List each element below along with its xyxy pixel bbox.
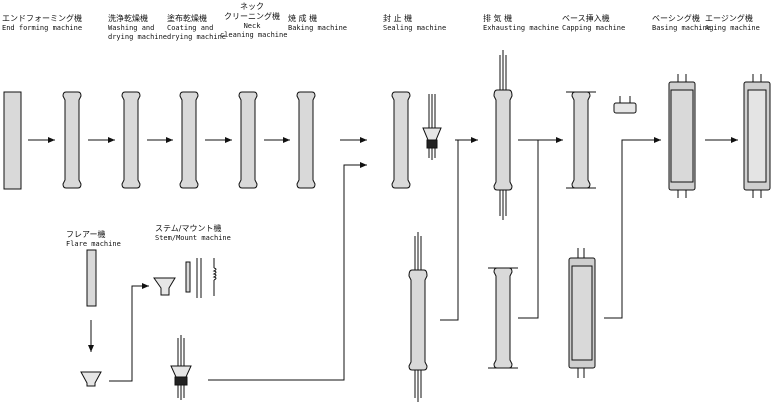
label-stem-mount-ja: ステム/マウント機 xyxy=(155,224,222,233)
sealing-mount xyxy=(422,94,442,160)
tube-baking xyxy=(296,91,316,189)
filament-coil xyxy=(212,258,217,296)
tube-exhausted xyxy=(488,267,518,369)
label-baking-ja: 焼 成 機 xyxy=(288,14,318,23)
label-end-forming: エンドフォーミング機 End forming machine xyxy=(2,14,82,33)
label-capping: ベース挿入機 Capping machine xyxy=(562,14,625,33)
tube-end-forming xyxy=(3,91,22,190)
label-flare-ja: フレアー機 xyxy=(66,230,106,239)
tube-aging xyxy=(743,74,771,198)
label-stem-mount-en: Stem/Mount machine xyxy=(155,234,231,242)
tube-basing xyxy=(668,74,696,198)
label-end-forming-en: End forming machine xyxy=(2,24,83,32)
label-exhausting: 排 気 機 Exhausting machine xyxy=(483,14,559,33)
tube-exhausting-top xyxy=(493,50,513,220)
label-washing-drying: 洗浄乾燥機 Washing and drying machine xyxy=(108,14,167,42)
label-end-forming-ja: エンドフォーミング機 xyxy=(2,14,82,23)
arrow-exhaust-up xyxy=(440,140,459,321)
label-coating-drying-en-2: drying machine xyxy=(167,33,227,41)
stem-tube xyxy=(185,261,191,293)
label-washing-drying-en-2: drying machine xyxy=(108,33,168,41)
tube-coating-drying-a xyxy=(121,91,141,189)
tube-neck-cleaning xyxy=(238,91,258,189)
flare-part xyxy=(80,371,102,387)
cap-part xyxy=(613,96,637,114)
arrow-to-basing xyxy=(604,137,661,319)
label-neck-cleaning-en-2: cleaning machine xyxy=(220,31,288,39)
label-coating-drying-ja: 塗布乾燥機 xyxy=(167,14,207,23)
label-neck-cleaning-en-1: Neck xyxy=(243,22,261,30)
label-stem-mount: ステム/マウント機 Stem/Mount machine xyxy=(155,224,231,243)
label-sealing: 封 止 機 Sealing machine xyxy=(383,14,446,33)
label-capping-en: Capping machine xyxy=(562,24,626,32)
label-sealing-ja: 封 止 機 xyxy=(383,14,413,23)
label-neck-cleaning-ja-1: ネック xyxy=(240,2,264,11)
tube-coating-drying-b xyxy=(179,91,199,189)
label-exhausting-en: Exhausting machine xyxy=(483,24,559,32)
mount-assembly xyxy=(170,335,192,400)
tube-sealing xyxy=(391,91,411,189)
flare-glass-tube xyxy=(86,249,97,307)
stem-flare xyxy=(153,277,176,296)
arrow-mount-to-sealing xyxy=(208,162,367,381)
label-basing-ja: ベーシング機 xyxy=(652,14,700,23)
label-baking: 焼 成 機 Baking machine xyxy=(288,14,347,33)
label-aging: エージング機 Aging machine xyxy=(705,14,760,33)
arrow-flare-to-stem xyxy=(109,283,149,382)
label-flare-en: Flare machine xyxy=(66,240,121,248)
label-neck-cleaning-ja-2: クリーニング機 xyxy=(224,12,280,21)
tube-capping-top xyxy=(566,91,596,189)
arrow-to-capping xyxy=(518,137,563,319)
label-coating-drying-en-1: Coating and xyxy=(167,24,214,32)
label-sealing-en: Sealing machine xyxy=(383,24,447,32)
label-basing: ベーシング機 Basing machine xyxy=(652,14,711,33)
label-exhausting-ja: 排 気 機 xyxy=(483,14,513,23)
label-washing-drying-ja: 洗浄乾燥機 xyxy=(108,14,148,23)
label-aging-ja: エージング機 xyxy=(705,14,753,23)
tube-washing-drying xyxy=(62,91,82,189)
label-capping-ja: ベース挿入機 xyxy=(562,14,610,23)
label-neck-cleaning: ネック クリーニング機 Neck cleaning machine xyxy=(220,2,288,40)
label-flare: フレアー機 Flare machine xyxy=(66,230,121,249)
label-basing-en: Basing machine xyxy=(652,24,712,32)
label-coating-drying: 塗布乾燥機 Coating and drying machine xyxy=(167,14,226,42)
label-aging-en: Aging machine xyxy=(705,24,760,32)
tube-exhausting-incoming xyxy=(408,232,428,402)
label-washing-drying-en-1: Washing and xyxy=(108,24,155,32)
label-baking-en: Baking machine xyxy=(288,24,348,32)
tube-capped xyxy=(568,248,596,378)
